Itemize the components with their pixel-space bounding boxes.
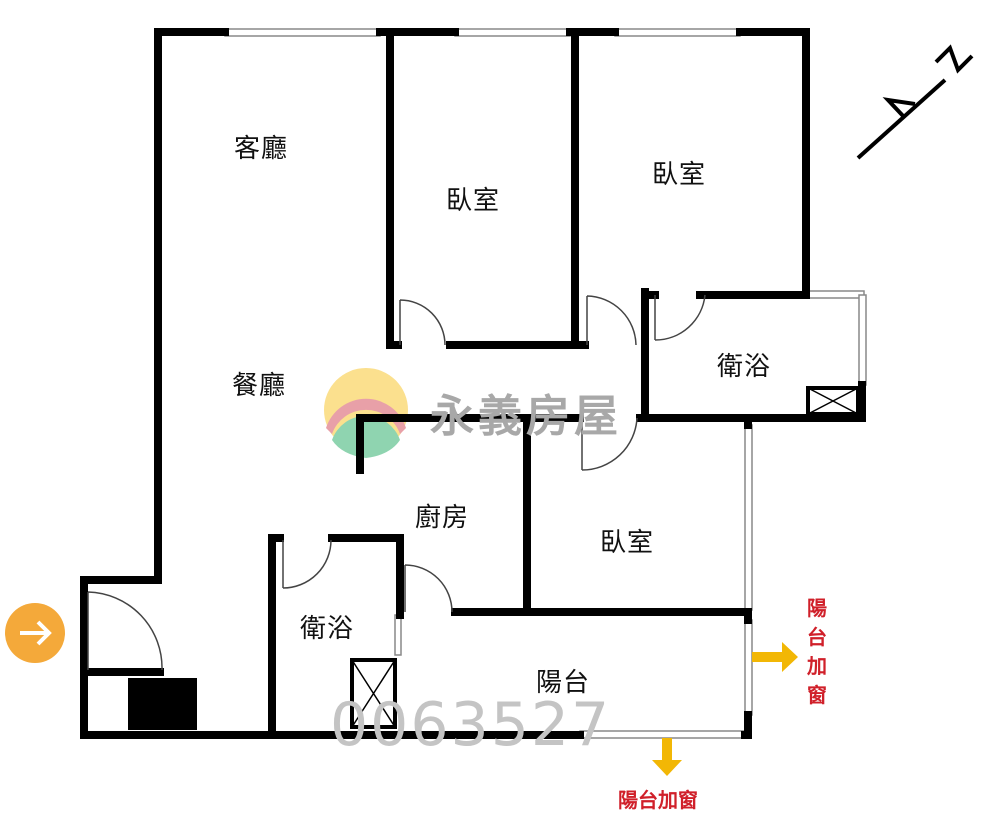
- note-balcony-window-bottom: 陽台加窗: [618, 788, 698, 812]
- cabinet-block: [128, 678, 197, 730]
- watermark-listing-no: 0063527: [330, 690, 612, 760]
- room-dining: 餐廳: [232, 371, 287, 401]
- room-bath-1: 衛浴: [717, 352, 772, 382]
- room-bedroom-2: 臥室: [652, 160, 707, 190]
- room-living: 客廳: [234, 134, 289, 164]
- window-arrows: [652, 642, 798, 776]
- door-swings: [87, 294, 706, 671]
- walls: [80, 28, 866, 739]
- logo-icon: [324, 368, 408, 458]
- room-balcony: 陽台: [536, 668, 591, 698]
- compass-icon: [856, 44, 974, 160]
- room-bedroom-3: 臥室: [600, 528, 655, 558]
- room-kitchen: 廚房: [415, 503, 470, 533]
- watermark-brand: 永義房屋: [430, 391, 622, 442]
- ducts: [350, 386, 860, 729]
- room-bedroom-1: 臥室: [446, 186, 501, 216]
- room-bath-2: 衛浴: [300, 614, 355, 644]
- note-balcony-window-right: 陽台加窗: [807, 596, 827, 707]
- arrow-right-icon: [752, 642, 798, 672]
- arrow-down-icon: [652, 738, 682, 776]
